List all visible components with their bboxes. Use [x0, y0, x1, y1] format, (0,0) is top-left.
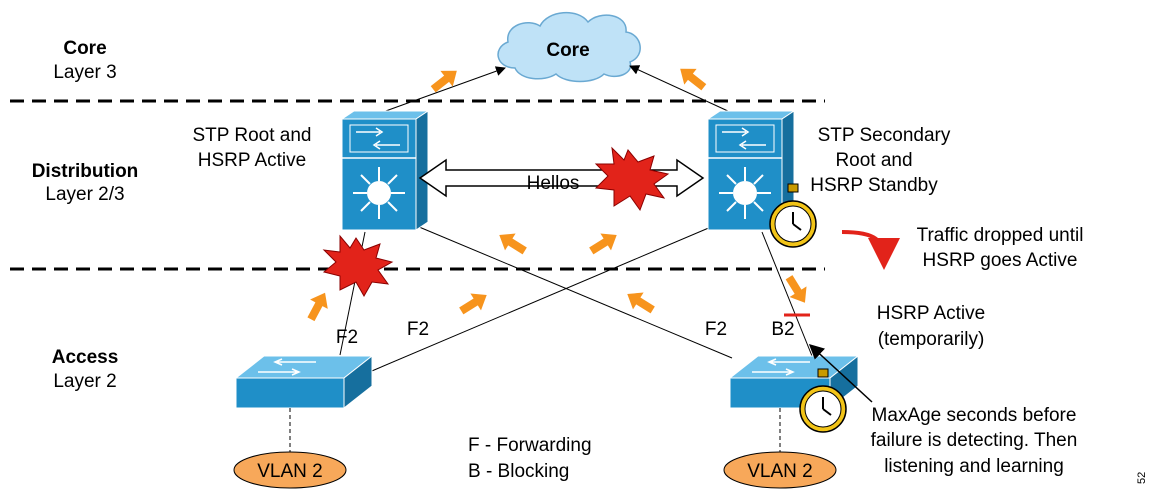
- access-layer-name: Access: [52, 347, 119, 368]
- traffic-note-2: HSRP goes Active: [923, 250, 1078, 271]
- right-distribution-label-1: STP Secondary: [818, 125, 951, 146]
- maxage-note-1: MaxAge seconds before: [872, 405, 1077, 426]
- core-cloud: Core: [497, 11, 641, 83]
- maxage-note-3: listening and learning: [884, 456, 1064, 477]
- distribution-layer-sub: Layer 2/3: [45, 184, 124, 205]
- left-distribution-label-2: HSRP Active: [198, 150, 306, 171]
- svg-text:VLAN 2: VLAN 2: [257, 461, 322, 482]
- hsrp-active-note-2: (temporarily): [878, 329, 985, 350]
- stopwatch-access-icon: [799, 368, 847, 433]
- distribution-layer-name: Distribution: [32, 161, 139, 182]
- access-layer-sub: Layer 2: [53, 371, 116, 392]
- link-right-access-up: [761, 231, 813, 357]
- vlan-right: VLAN 2: [723, 451, 837, 489]
- traffic-flow-arrows: [307, 68, 807, 322]
- right-distribution-switch: [706, 110, 796, 231]
- failure-burst-uplink: [322, 234, 394, 298]
- legend-forwarding: F - Forwarding: [468, 435, 592, 456]
- core-layer-sub: Layer 3: [53, 62, 116, 83]
- right-distribution-label-3: HSRP Standby: [810, 175, 938, 196]
- hellos-label: Hellos: [527, 173, 580, 194]
- left-distribution-switch: [340, 110, 430, 231]
- hsrp-active-note-1: HSRP Active: [877, 303, 985, 324]
- port-label-right-up: B2: [771, 319, 794, 340]
- vlan-left: VLAN 2: [233, 451, 347, 489]
- left-access-switch: [234, 354, 374, 410]
- uplink-right-to-core: [629, 65, 742, 118]
- svg-text:VLAN 2: VLAN 2: [747, 461, 812, 482]
- maxage-pointer-arrow: [808, 343, 873, 403]
- left-distribution-label-1: STP Root and: [192, 125, 311, 146]
- port-label-left-cross: F2: [407, 319, 429, 340]
- stopwatch-distribution-icon: [769, 183, 817, 248]
- right-distribution-label-2: Root and: [835, 150, 912, 171]
- core-layer-name: Core: [63, 38, 106, 59]
- hellos-arrow: [418, 158, 705, 198]
- traffic-drop-arrow: [841, 230, 900, 270]
- figure-id: 52: [1136, 472, 1148, 484]
- link-left-access-cross: [359, 223, 719, 377]
- svg-text:Core: Core: [546, 40, 589, 61]
- link-right-access-cross: [411, 223, 733, 359]
- failure-burst-hellos: [594, 146, 670, 212]
- legend-blocking: B - Blocking: [468, 461, 569, 482]
- traffic-note-1: Traffic dropped until: [917, 225, 1084, 246]
- port-label-left-up: F2: [336, 327, 358, 348]
- uplink-left-to-core: [368, 66, 506, 118]
- maxage-note-2: failure is detecting. Then: [871, 430, 1078, 451]
- port-label-right-cross: F2: [705, 319, 727, 340]
